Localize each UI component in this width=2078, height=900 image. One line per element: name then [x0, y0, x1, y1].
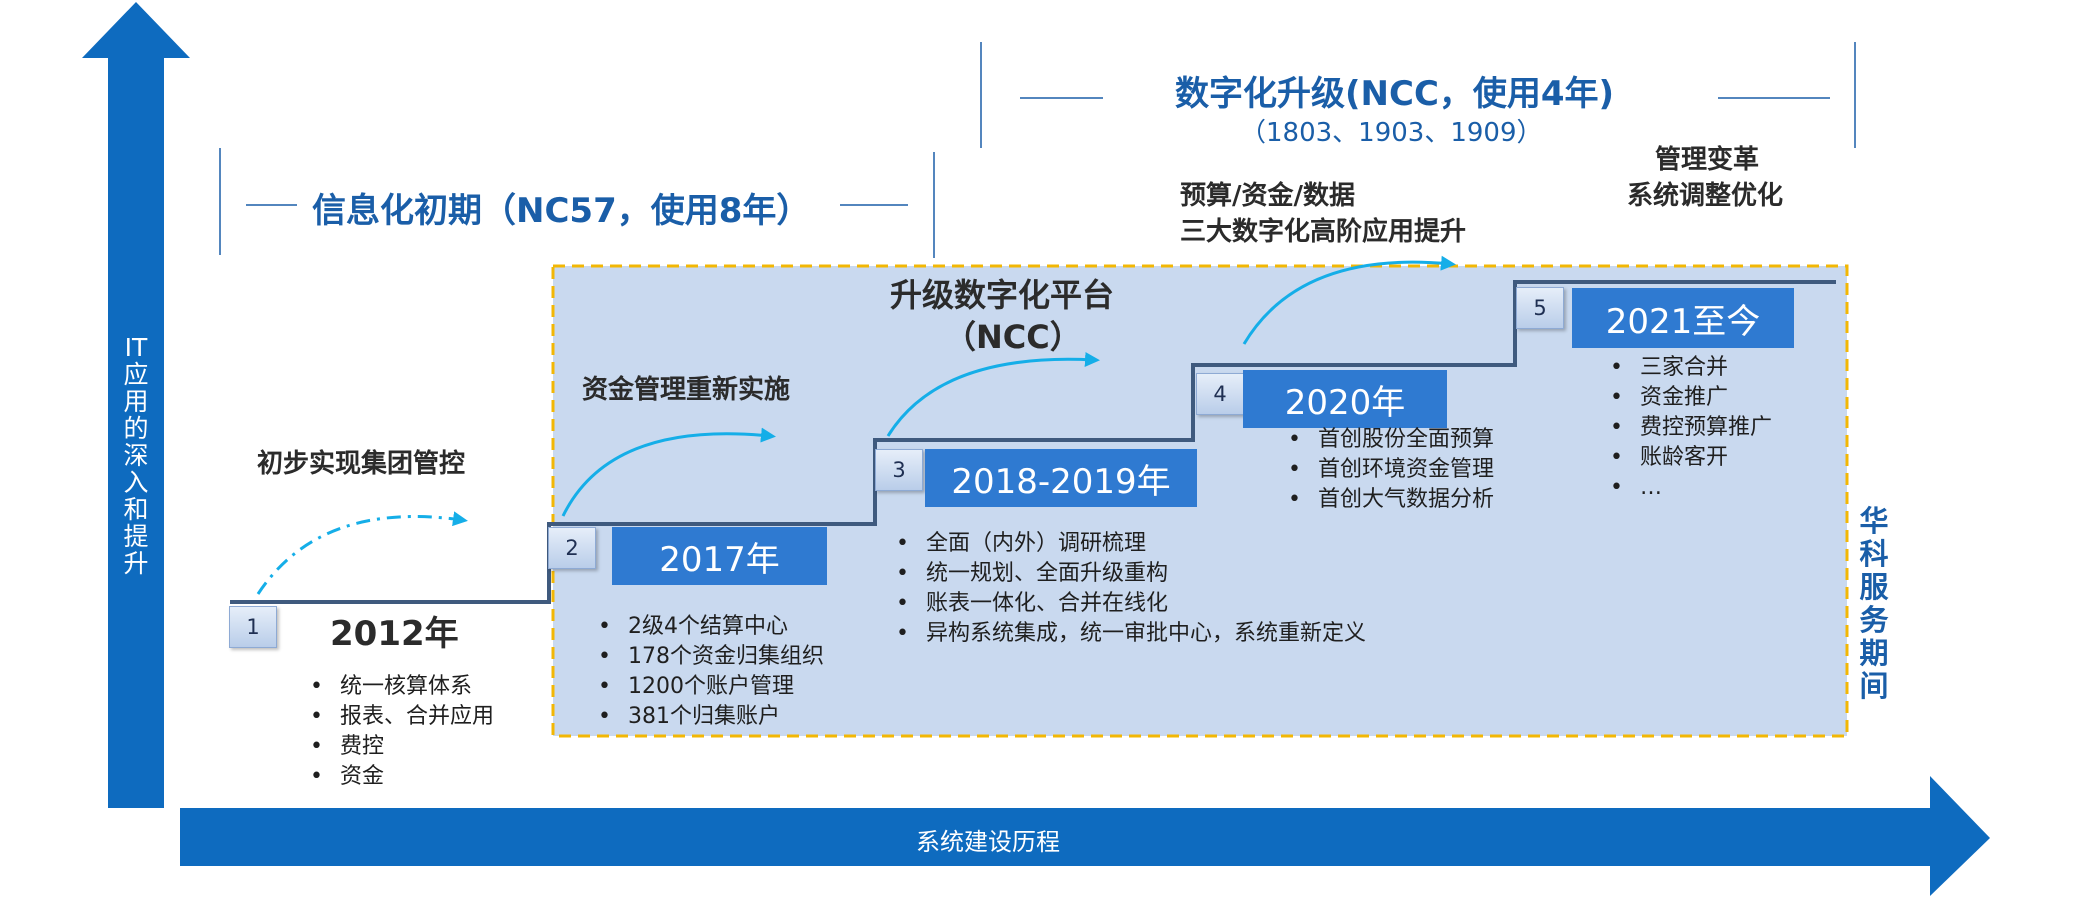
list-item: 统一规划、全面升级重构 [894, 559, 1366, 589]
label-advanced-line2: 三大数字化高阶应用提升 [1180, 217, 1467, 247]
step-items-4: 首创股份全面预算 首创环境资金管理 首创大气数据分析 [1286, 425, 1494, 515]
label-advanced-line1: 预算/资金/数据 [1180, 181, 1355, 211]
step-year-1: 2012年 [330, 614, 459, 654]
step-number-2: 2 [548, 527, 596, 569]
step-number-5: 5 [1516, 287, 1564, 329]
list-item: 2级4个结算中心 [596, 612, 824, 642]
arc-dashed-2012 [256, 511, 468, 595]
step-items-1: 统一核算体系 报表、合并应用 费控 资金 [308, 672, 494, 792]
phase2-subtitle: （1803、1903、1909） [1240, 118, 1543, 148]
arc-2018 [886, 352, 1100, 437]
step-items-5: 三家合并 资金推广 费控预算推广 账龄客开 … [1608, 353, 1772, 503]
list-item: 异构系统集成，统一审批中心，系统重新定义 [894, 619, 1366, 649]
step-number-3: 3 [875, 449, 923, 491]
arc-2017 [561, 427, 776, 517]
arc-2020 [1242, 255, 1456, 345]
label-ncc-upgrade-line1: 升级数字化平台 [890, 276, 1115, 314]
label-fund-reimplementation: 资金管理重新实施 [582, 375, 791, 405]
label-reform-line2: 系统调整优化 [1627, 181, 1784, 211]
y-axis-arrow [82, 2, 190, 808]
list-item: 全面（内外）调研梳理 [894, 529, 1366, 559]
step-number-4: 4 [1196, 373, 1244, 415]
list-item: 首创大气数据分析 [1286, 485, 1494, 515]
label-ncc-upgrade-line2: （NCC） [944, 318, 1082, 356]
step-items-3: 全面（内外）调研梳理 统一规划、全面升级重构 账表一体化、合并在线化 异构系统集… [894, 529, 1366, 649]
step-year-4: 2020年 [1243, 370, 1447, 428]
step-year-3: 2018-2019年 [925, 449, 1197, 507]
list-item: 费控 [308, 732, 494, 762]
step-number-1: 1 [229, 606, 277, 648]
list-item: 统一核算体系 [308, 672, 494, 702]
label-group-control: 初步实现集团管控 [257, 449, 466, 479]
x-axis-arrow [180, 776, 1990, 896]
service-period-label: 华科服务期间 [1859, 504, 1889, 703]
step-year-2: 2017年 [612, 527, 827, 585]
list-item: 首创环境资金管理 [1286, 455, 1494, 485]
y-axis-label: IT应用的深入和提升 [123, 333, 149, 578]
list-item: 报表、合并应用 [308, 702, 494, 732]
list-item: 资金 [308, 762, 494, 792]
list-item: 1200个账户管理 [596, 672, 824, 702]
list-item: 首创股份全面预算 [1286, 425, 1494, 455]
phase1-title: 信息化初期（NC57，使用8年） [312, 191, 811, 231]
list-item: 费控预算推广 [1608, 413, 1772, 443]
step-items-2: 2级4个结算中心 178个资金归集组织 1200个账户管理 381个归集账户 [596, 612, 824, 732]
list-item: 账表一体化、合并在线化 [894, 589, 1366, 619]
phase2-title: 数字化升级(NCC，使用4年) [1175, 74, 1615, 114]
list-item: … [1608, 473, 1772, 503]
list-item: 三家合并 [1608, 353, 1772, 383]
label-reform-line1: 管理变革 [1655, 145, 1760, 175]
list-item: 178个资金归集组织 [596, 642, 824, 672]
list-item: 账龄客开 [1608, 443, 1772, 473]
list-item: 资金推广 [1608, 383, 1772, 413]
x-axis-label: 系统建设历程 [916, 828, 1060, 856]
step-year-5: 2021至今 [1572, 288, 1794, 348]
list-item: 381个归集账户 [596, 702, 824, 732]
